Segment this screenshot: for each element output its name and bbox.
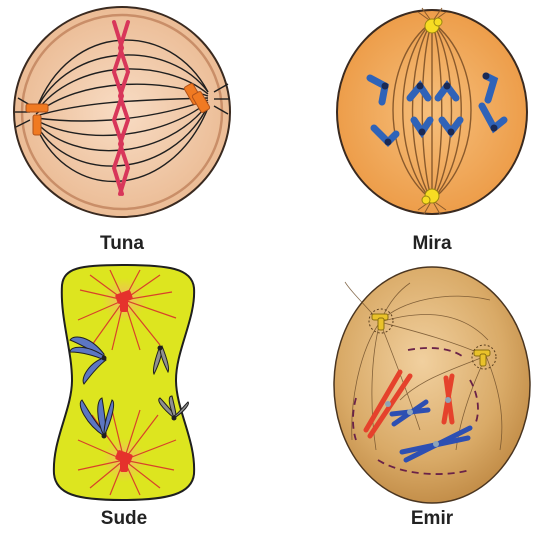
cell-sude — [54, 265, 194, 500]
label-tuna: Tuna — [42, 233, 202, 255]
cell-emir — [334, 267, 530, 503]
label-mira: Mira — [352, 233, 512, 255]
cell-tuna — [14, 7, 230, 217]
label-sude: Sude — [44, 508, 204, 530]
label-emir: Emir — [352, 508, 512, 530]
cell-mira — [337, 8, 527, 214]
